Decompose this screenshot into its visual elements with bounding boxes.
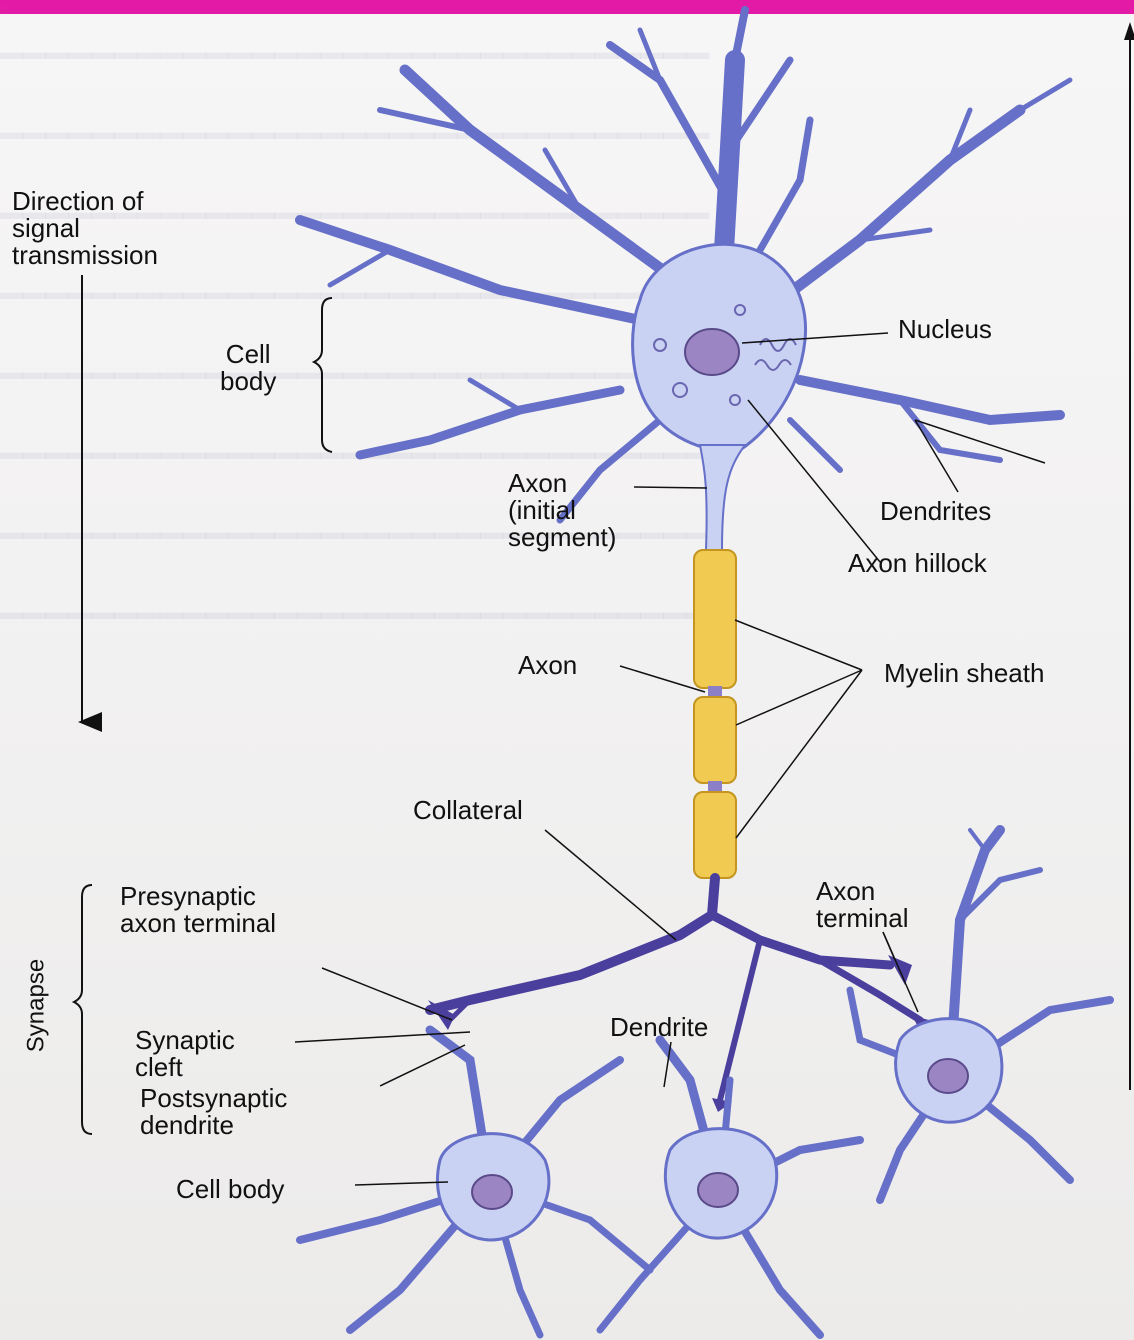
direction-label-line-3: transmission <box>12 242 158 269</box>
axon-initial-segment-label: Axon (initial segment) <box>508 470 616 551</box>
cell-body-top-label: Cell body <box>220 341 276 395</box>
axon-terminal-label-line-2: terminal <box>816 905 908 932</box>
synaptic-cleft-label-line-2: cleft <box>135 1054 235 1081</box>
brackets <box>74 298 332 1134</box>
axon-label: Axon <box>518 652 577 679</box>
synapse-label: Synapse <box>23 956 50 1056</box>
myelin-segments <box>694 550 736 878</box>
postsynaptic-label-line-2: dendrite <box>140 1112 287 1139</box>
cell-body-top-label-line-1: Cell <box>220 341 276 368</box>
axon-hillock-label: Axon hillock <box>848 550 987 577</box>
cell-body-top-label-line-2: body <box>220 368 276 395</box>
right-edge-arrow-head <box>1124 22 1134 40</box>
axon-hillock-shape <box>700 445 745 550</box>
nucleus-shape <box>685 329 739 375</box>
presynaptic-label-line-1: Presynaptic <box>120 883 276 910</box>
postsynaptic-label-line-1: Postsynaptic <box>140 1085 287 1112</box>
axon-terminal-label: Axon terminal <box>816 878 908 932</box>
myelin-sheath-label: Myelin sheath <box>884 660 1044 687</box>
presynaptic-label-line-2: axon terminal <box>120 910 276 937</box>
dendrite-label: Dendrite <box>610 1014 708 1041</box>
direction-label-line-2: signal <box>12 215 158 242</box>
nucleus-label: Nucleus <box>898 316 992 343</box>
dendrites-label: Dendrites <box>880 498 991 525</box>
axon-initial-label-line-1: Axon <box>508 470 616 497</box>
direction-label: Direction of signal transmission <box>12 188 158 269</box>
axon-initial-label-line-2: (initial <box>508 497 616 524</box>
synaptic-cleft-label-line-1: Synaptic <box>135 1027 235 1054</box>
synaptic-cleft-label: Synaptic cleft <box>135 1027 235 1081</box>
direction-label-line-1: Direction of <box>12 188 158 215</box>
axon-terminal-label-line-1: Axon <box>816 878 908 905</box>
axon-initial-label-line-3: segment) <box>508 524 616 551</box>
lower-neurons <box>300 830 1110 1335</box>
cell-body-bottom-label: Cell body <box>176 1176 284 1203</box>
presynaptic-label: Presynaptic axon terminal <box>120 883 276 937</box>
collateral-label: Collateral <box>413 797 523 824</box>
postsynaptic-label: Postsynaptic dendrite <box>140 1085 287 1139</box>
